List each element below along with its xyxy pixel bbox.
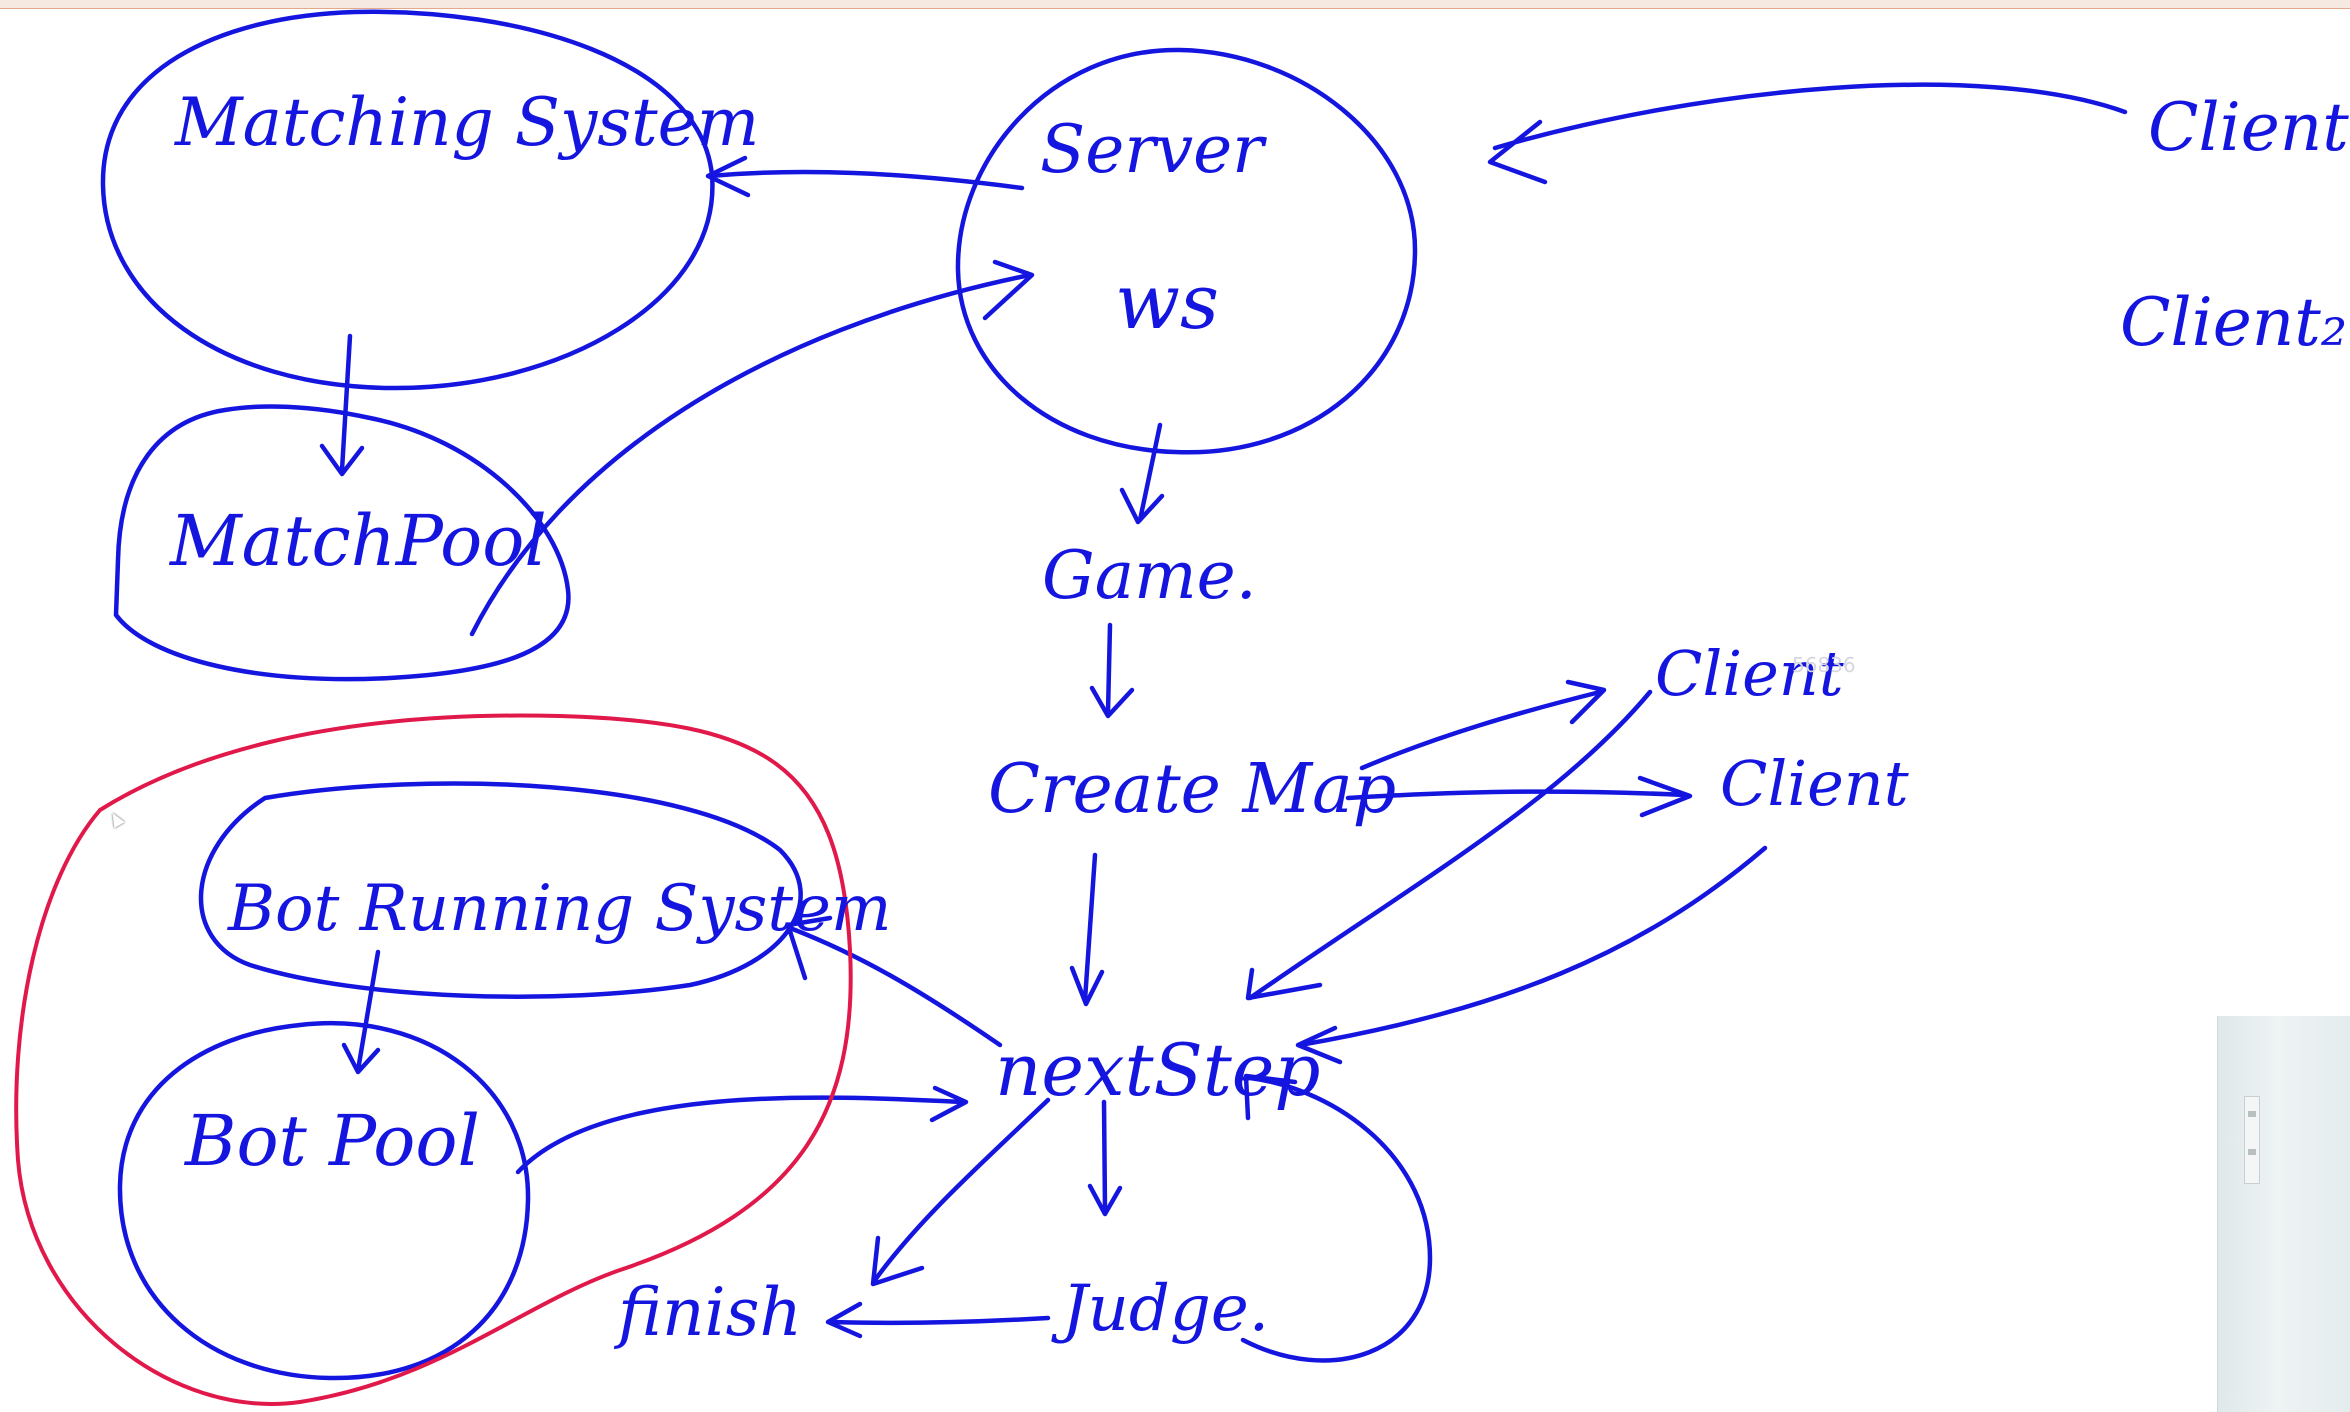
- arrow-botrunning-to-botpool: [355, 949, 381, 1073]
- client-a-label: Client: [1655, 637, 1844, 710]
- arrow-pool-to-ws: [469, 272, 1033, 637]
- matching-system-label: Matching System: [174, 84, 759, 161]
- arrow-createmap-to-clientb: [1345, 789, 1688, 801]
- judge-label: Judge.: [1051, 1272, 1269, 1346]
- wall-switch-in-video: [2244, 1096, 2260, 1184]
- arrow-createmap-to-clienta: [1359, 689, 1603, 771]
- faint-watermark: 56836: [1792, 653, 1856, 677]
- arrow-clientb-to-nextstep: [1297, 845, 1768, 1048]
- arrow-botpool-to-nextstep: [515, 1095, 965, 1175]
- arrow-server-to-matching: [707, 169, 1025, 191]
- arrow-ws-to-game: [1137, 422, 1163, 523]
- arrow-nextstep-to-finish: [872, 1097, 1051, 1283]
- match-pool-blob: [113, 404, 571, 682]
- arrow-clienta-to-nextstep: [1247, 689, 1653, 1001]
- arrow-judge-loop-to-nextstep: [1240, 1075, 1433, 1363]
- arrow-nextstep-to-botrunning: [787, 925, 1003, 1048]
- arrow-judge-to-finish: [829, 1315, 1051, 1326]
- arrow-matching-to-pool: [339, 333, 353, 473]
- create-map-label: Create Map: [988, 750, 1396, 829]
- arrow-game-to-createmap: [1105, 622, 1113, 715]
- red-highlight-loop: [14, 713, 853, 1406]
- webcam-thumbnail: [2217, 1016, 2350, 1412]
- match-pool-label: MatchPool: [168, 500, 547, 582]
- bot-pool-circle: [117, 1021, 531, 1381]
- server-circle: [955, 47, 1418, 455]
- client-2-label: Client₂: [2120, 284, 2347, 361]
- next-step-label: nextStep: [995, 1028, 1320, 1112]
- game-label: Game.: [1042, 537, 1257, 614]
- arrow-nextstep-to-judge: [1101, 1099, 1108, 1213]
- bot-running-system-ellipse: [198, 781, 803, 999]
- finish-label: finish: [613, 1274, 802, 1351]
- bot-pool-label: Bot Pool: [183, 1100, 480, 1182]
- server-label: Server: [1040, 111, 1267, 188]
- arrow-client1-to-server: [1492, 82, 2128, 151]
- ws-label: ws: [1115, 257, 1219, 346]
- matching-system-ellipse: [100, 9, 715, 391]
- bot-running-system-label: Bot Running System: [227, 872, 892, 946]
- client-1-label: Client₁: [2148, 89, 2350, 166]
- arrow-createmap-to-nextstep: [1082, 852, 1098, 1003]
- window-top-bar: [0, 0, 2350, 9]
- client-b-label: Client: [1720, 747, 1909, 820]
